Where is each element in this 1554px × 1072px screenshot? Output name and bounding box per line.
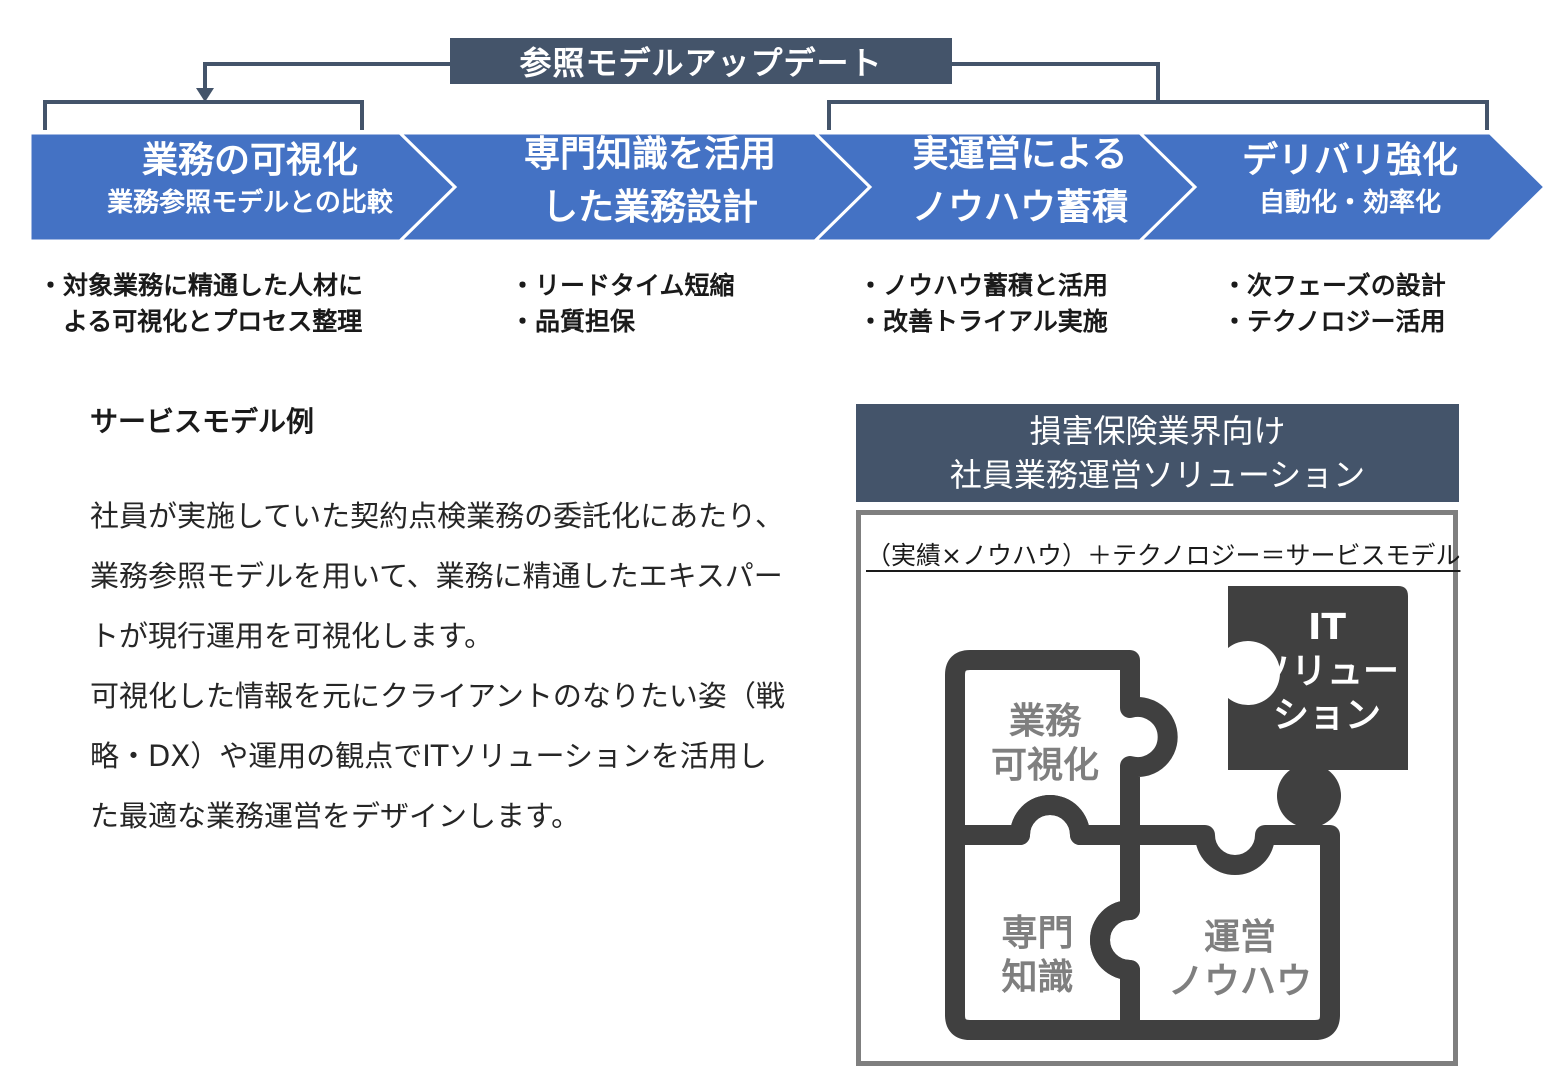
solution-title-box: 損害保険業界向け 社員業務運営ソリューション — [856, 404, 1459, 502]
service-model-description: 社員が実施していた契約点検業務の委託化にあたり、業務参照モデルを用いて、業務に精… — [90, 486, 790, 846]
stage-2-title: 専門知識を活用 — [523, 134, 776, 175]
stage-2-bullets: ・リードタイム短縮 ・品質担保 — [510, 268, 735, 340]
operations-piece — [1090, 825, 1340, 1040]
piece-label-line: 可視化 — [990, 745, 1099, 786]
stage-1: 業務の可視化 業務参照モデルとの比較 — [60, 140, 440, 219]
stage-3-subtitle: ノウハウ蓄積 — [911, 187, 1128, 229]
stage-1-title: 業務の可視化 — [141, 140, 358, 181]
solution-title-line1: 損害保険業界向け — [1029, 412, 1286, 450]
connector-arrowhead — [196, 88, 214, 102]
stage-1-subtitle: 業務参照モデルとの比較 — [107, 188, 393, 219]
it-solution-piece-label: IT ソリュー ション — [1252, 606, 1402, 738]
piece-label-line: 専門 — [1001, 913, 1074, 954]
piece-label-line: ソリュー — [1254, 651, 1399, 692]
service-model-heading: サービスモデル例 — [90, 405, 315, 438]
expertise-piece-label: 専門 知識 — [965, 912, 1110, 1000]
bracket-left — [43, 100, 364, 130]
stage-4-bullets: ・次フェーズの設計 ・テクノロジー活用 — [1222, 268, 1446, 340]
solution-title-line2: 社員業務運営ソリューション — [949, 456, 1366, 494]
piece-label-line: 業務 — [1008, 701, 1081, 742]
stage-4-subtitle: 自動化・効率化 — [1258, 188, 1441, 219]
visualization-piece-label: 業務 可視化 — [960, 700, 1130, 788]
stage-3-bullets: ・ノウハウ蓄積と活用 ・改善トライアル実施 — [858, 268, 1108, 340]
bullet-item: ・リードタイム短縮 — [510, 271, 735, 300]
stage-2-subtitle: した業務設計 — [541, 187, 758, 229]
puzzle-icon — [945, 586, 1408, 1040]
stage-4-title: デリバリ強化 — [1241, 140, 1458, 181]
bullet-item: ・改善トライアル実施 — [858, 307, 1108, 336]
bullet-item: ・品質担保 — [510, 307, 636, 336]
stage-4: デリバリ強化 自動化・効率化 — [1195, 140, 1505, 219]
stage-2: 専門知識を活用 した業務設計 — [470, 134, 830, 229]
connector-right — [952, 62, 1160, 102]
bullet-item: ・ノウハウ蓄積と活用 — [858, 271, 1109, 300]
service-model-formula: （実績×ノウハウ）＋テクノロジー＝サービスモデル — [866, 541, 1461, 570]
stage-3: 実運営による ノウハウ蓄積 — [870, 134, 1170, 229]
bullet-item: ・次フェーズの設計 — [1222, 271, 1446, 300]
operations-piece-label: 運営 ノウハウ — [1150, 916, 1330, 1004]
bullet-item: ・対象業務に精通した人材に — [38, 271, 364, 300]
piece-label-line: 運営 — [1203, 917, 1276, 958]
bullet-item: よる可視化とプロセス整理 — [38, 307, 363, 336]
bracket-right — [827, 100, 1489, 130]
description-paragraph: 社員が実施していた契約点検業務の委託化にあたり、業務参照モデルを用いて、業務に精… — [90, 499, 784, 653]
stage-3-title: 実運営による — [912, 134, 1128, 175]
piece-label-line: IT — [1308, 607, 1346, 648]
bullet-item: ・テクノロジー活用 — [1222, 307, 1446, 336]
process-flow — [28, 62, 1548, 243]
description-paragraph: 可視化した情報を元にクライアントのなりたい姿（戦略・DX）や運用の観点でITソリ… — [90, 679, 785, 833]
piece-label-line: 知識 — [1001, 957, 1074, 998]
chevron-stage-4 — [1136, 131, 1548, 243]
connector-left — [203, 62, 450, 92]
piece-label-line: ション — [1272, 695, 1381, 736]
piece-label-line: ノウハウ — [1167, 961, 1312, 1002]
reference-model-update-banner: 参照モデルアップデート — [450, 38, 952, 84]
it-solution-piece — [1228, 586, 1408, 828]
stage-1-bullets: ・対象業務に精通した人材に よる可視化とプロセス整理 — [38, 268, 363, 340]
